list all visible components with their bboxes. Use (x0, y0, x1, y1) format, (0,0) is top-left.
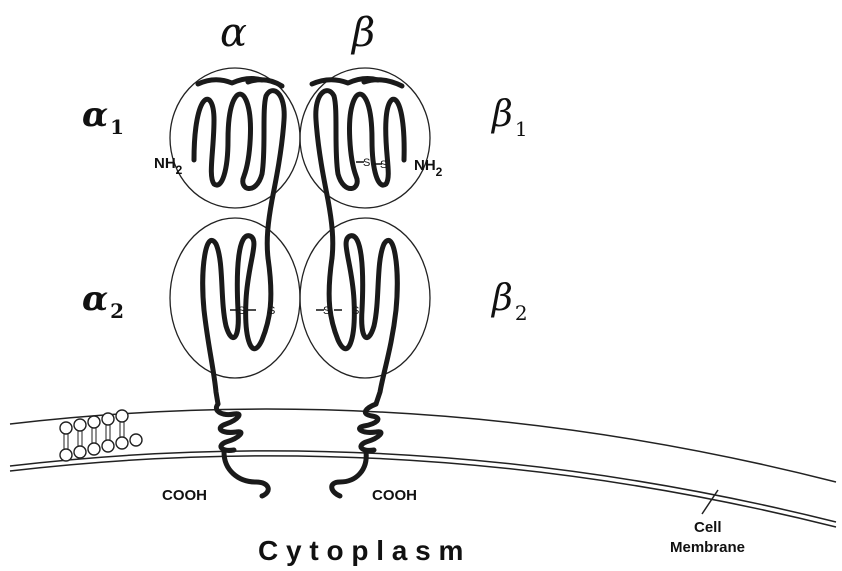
cell-membrane (10, 409, 836, 527)
disulfide-s-label: S (268, 305, 275, 317)
beta-cooh-label: COOH (372, 487, 417, 504)
beta-chain (312, 79, 404, 496)
alpha2-domain (170, 218, 300, 378)
disulfide-s-label: S (363, 157, 370, 169)
disulfide-s-label: S (238, 305, 245, 317)
disulfide-s-label: S (352, 305, 359, 317)
disulfide-s-label: S (323, 305, 330, 317)
beta-chain-header: β (350, 10, 375, 56)
alpha-cooh-label: COOH (162, 487, 207, 504)
alpha-chain (194, 79, 284, 496)
beta-nh2-label: NH2 (414, 157, 443, 179)
cell-membrane-label-line1: Cell (694, 519, 722, 536)
alpha-chain-header: α (220, 10, 247, 56)
disulfide-s-label: S (380, 159, 387, 171)
beta2-domain (300, 218, 430, 378)
cell-membrane-label-line2: Membrane (670, 539, 745, 556)
cytoplasm-label: C y t o p l a s m (258, 535, 463, 566)
alpha-nh2-label: NH2 (154, 155, 183, 177)
